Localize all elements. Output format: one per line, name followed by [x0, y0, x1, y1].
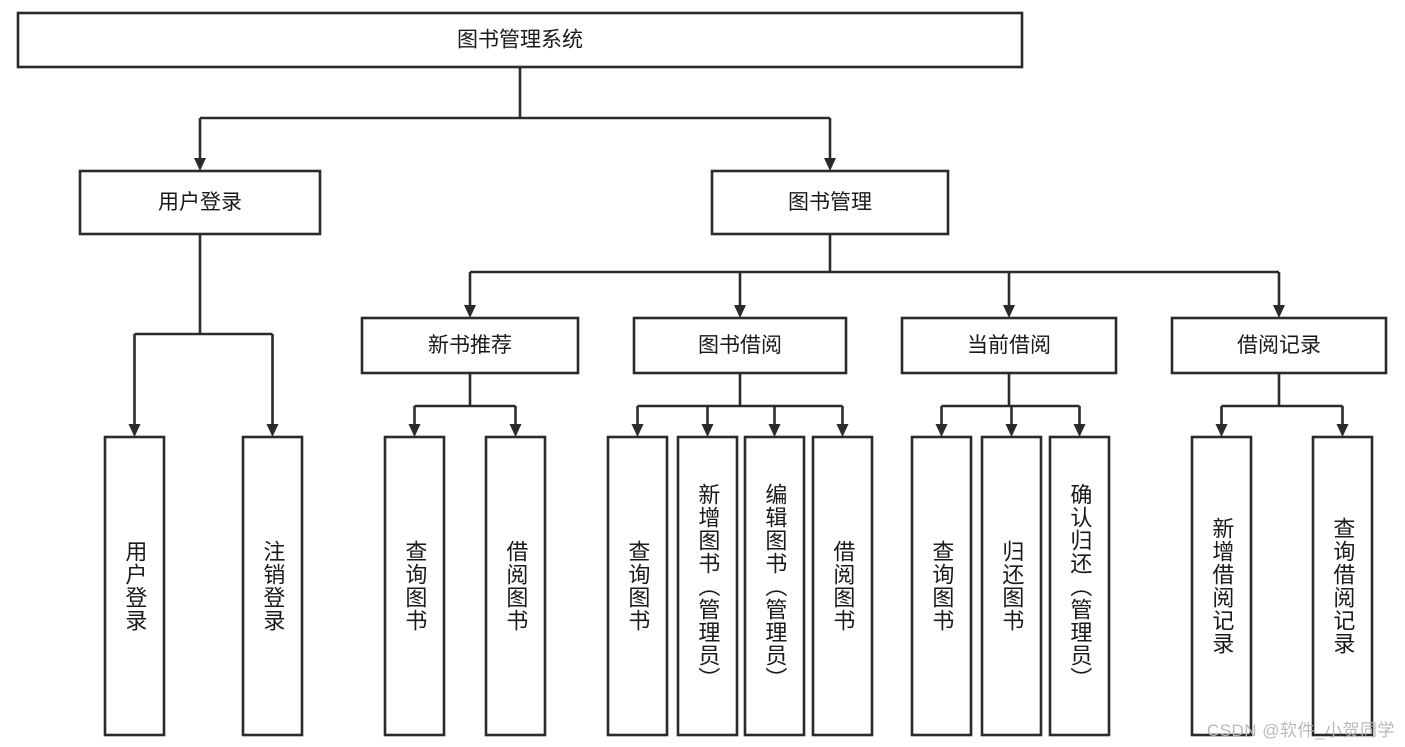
connector-book-borrow-to-leaves-to-leaf-edit-book-arrowhead: [768, 424, 781, 437]
node-box-leaf-borrow-book-recommend[interactable]: [484, 435, 547, 737]
connector-user-login-to-leaves-to-leaf-user-login-arrowhead: [128, 424, 141, 437]
node-box-leaf-edit-book[interactable]: [743, 435, 806, 737]
node-box-leaf-add-borrow-record[interactable]: [1190, 435, 1253, 737]
node-box-new-book-recommend[interactable]: [360, 316, 580, 375]
connector-book-borrow-to-leaves-to-leaf-add-book-arrowhead: [701, 424, 714, 437]
connector-book-management-to-level3-to-borrow-record-arrowhead: [1273, 305, 1285, 318]
node-label-book-management: 图书管理: [788, 191, 872, 214]
connector-borrow-record-to-leaves-to-leaf-add-borrow-record-arrowhead: [1215, 424, 1228, 437]
node-box-leaf-user-login[interactable]: [103, 435, 166, 737]
connector-current-borrow-to-leaves-to-leaf-confirm-return-arrowhead: [1073, 424, 1086, 437]
node-box-book-management[interactable]: [710, 169, 950, 236]
connector-borrow-record-to-leaves-to-leaf-query-borrow-record-arrowhead: [1336, 424, 1349, 437]
node-label-new-book-recommend: 新书推荐: [428, 334, 512, 357]
connector-root-to-level2-to-user-login-arrowhead: [194, 158, 206, 171]
node-box-leaf-return-book[interactable]: [980, 435, 1043, 737]
node-box-leaf-borrow-book[interactable]: [811, 435, 874, 737]
connector-book-management-to-level3-to-current-borrow-arrowhead: [1003, 305, 1015, 318]
node-label-borrow-record: 借阅记录: [1237, 334, 1321, 357]
connector-current-borrow-to-leaves-to-leaf-query-book-current-arrowhead: [935, 424, 948, 437]
connector-book-management-to-level3-to-new-book-recommend-arrowhead: [464, 305, 476, 318]
node-box-book-borrow[interactable]: [632, 316, 848, 375]
connector-root-to-level2-to-book-management-arrowhead: [824, 158, 836, 171]
box-layer: [16, 11, 1388, 737]
connector-book-borrow-to-leaves-to-leaf-query-book-borrow-arrowhead: [631, 424, 644, 437]
connector-book-management-to-level3-to-book-borrow-arrowhead: [734, 305, 746, 318]
node-box-current-borrow[interactable]: [900, 316, 1118, 375]
node-box-leaf-add-book[interactable]: [676, 435, 739, 737]
connector-user-login-to-leaves-to-leaf-logout-arrowhead: [266, 424, 279, 437]
node-label-root: 图书管理系统: [457, 29, 583, 52]
node-label-book-borrow: 图书借阅: [698, 334, 782, 357]
watermark-text: CSDN @软件_小贺同学: [1206, 721, 1395, 740]
node-box-leaf-query-borrow-record[interactable]: [1311, 435, 1374, 737]
connector-layer: [128, 67, 1349, 437]
connector-new-book-recommend-to-leaves-to-leaf-query-book-recommend-arrowhead: [408, 424, 421, 437]
node-box-root[interactable]: [16, 11, 1024, 69]
node-box-leaf-query-book-recommend[interactable]: [383, 435, 446, 737]
connector-current-borrow-to-leaves-to-leaf-return-book-arrowhead: [1005, 424, 1018, 437]
connector-book-borrow-to-leaves-to-leaf-borrow-book-arrowhead: [836, 424, 849, 437]
node-box-user-login[interactable]: [78, 169, 322, 236]
node-box-borrow-record[interactable]: [1170, 316, 1388, 375]
node-box-leaf-query-book-borrow[interactable]: [606, 435, 669, 737]
node-box-leaf-logout[interactable]: [241, 435, 304, 737]
node-box-leaf-confirm-return[interactable]: [1048, 435, 1111, 737]
node-box-leaf-query-book-current[interactable]: [910, 435, 973, 737]
node-label-current-borrow: 当前借阅: [967, 334, 1051, 357]
connector-new-book-recommend-to-leaves-to-leaf-borrow-book-recommend-arrowhead: [509, 424, 522, 437]
node-label-user-login: 用户登录: [158, 191, 242, 214]
